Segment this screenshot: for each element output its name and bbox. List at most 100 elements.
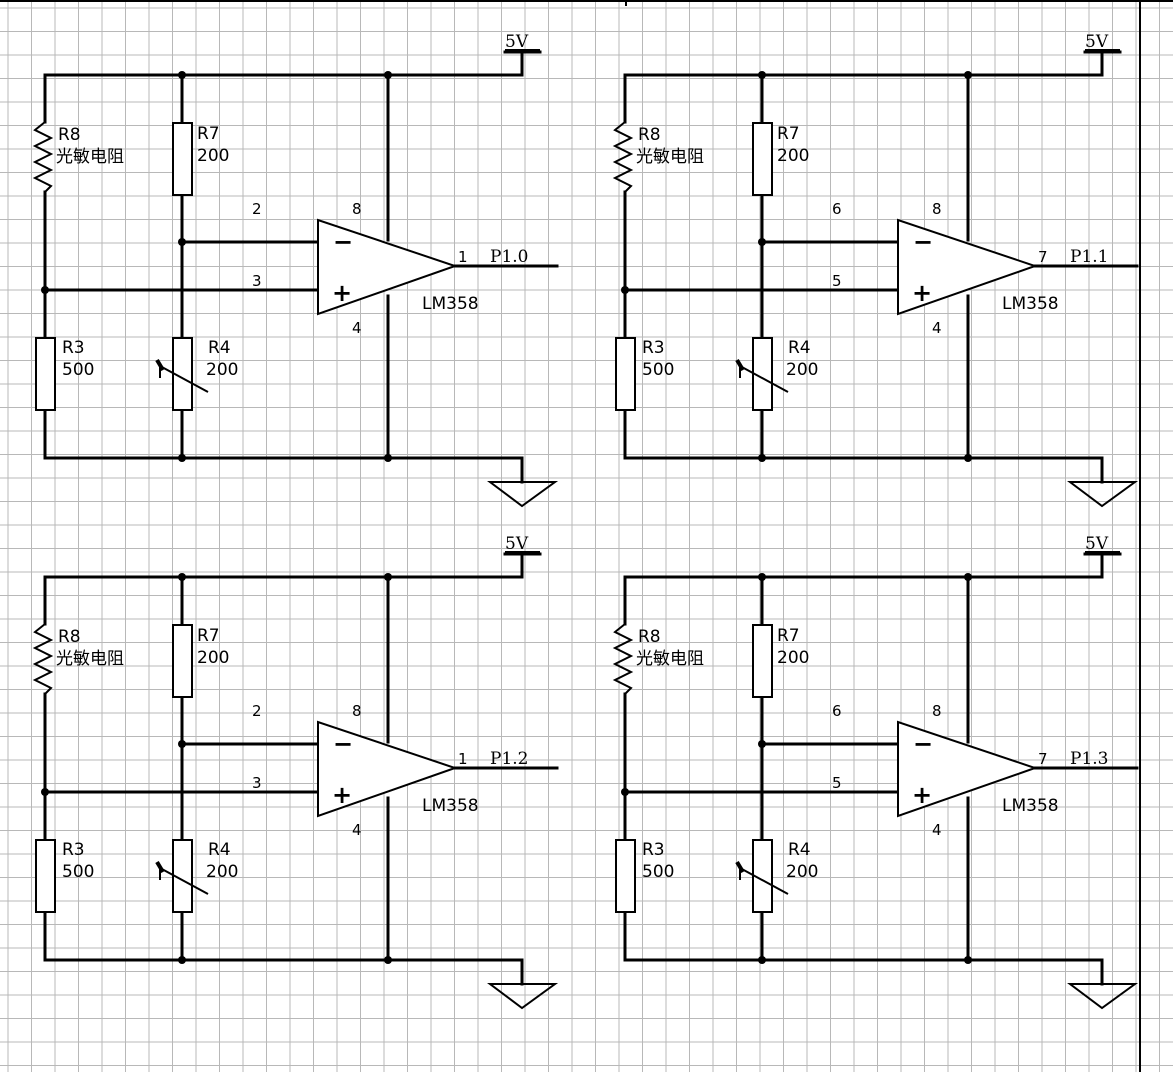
junction-top-mid (758, 573, 766, 581)
pin-output: 1 (458, 248, 468, 266)
r4-ref: R4 (208, 840, 231, 860)
pin-output: 7 (1038, 750, 1048, 768)
junction-inverting (758, 740, 766, 748)
r3-value: 500 (642, 360, 674, 380)
r7-value: 200 (197, 648, 229, 668)
r7-value: 200 (777, 146, 809, 166)
r7-body (172, 122, 193, 196)
r3-value: 500 (62, 862, 94, 882)
r4-adjust-tip (735, 860, 745, 874)
r4-ref: R4 (788, 338, 811, 358)
junction-top-mid (178, 573, 186, 581)
ground-symbol (487, 481, 559, 508)
opamp-minus-sign: − (913, 730, 933, 758)
supply-label: 5V (1085, 534, 1109, 554)
ground-symbol (1067, 481, 1139, 508)
r4-adjust-tip (735, 358, 745, 372)
supply-label: 5V (505, 534, 529, 554)
junction-bottom-mid (758, 454, 766, 462)
junction-top-vcc (384, 573, 392, 581)
r3-body (615, 337, 636, 411)
junction-inverting (758, 238, 766, 246)
pin-output: 7 (1038, 248, 1048, 266)
r4-value: 200 (786, 360, 818, 380)
r4-value: 200 (206, 360, 238, 380)
r4-adjust-arrow (159, 365, 209, 393)
opamp-part-label: LM358 (422, 294, 479, 314)
r4-ref: R4 (788, 840, 811, 860)
r8-ref: R8 (58, 627, 81, 647)
junction-noninverting (621, 286, 629, 294)
circuit-wiring (623, 552, 1139, 986)
opamp-part-label: LM358 (1002, 796, 1059, 816)
comparator-circuit-p1-1: − + 5V R8 光敏电阻 R7 200 R3 500 R4 200 6 5 … (612, 32, 1139, 508)
r4-adjust-tip (155, 860, 165, 874)
pin-vcc: 8 (932, 200, 942, 218)
r7-value: 200 (197, 146, 229, 166)
pin-noninverting: 5 (832, 272, 842, 290)
circuit-wiring (43, 50, 559, 484)
r8-ref: R8 (638, 125, 661, 145)
r4-adjust-arrow (739, 867, 789, 895)
junction-noninverting (41, 286, 49, 294)
opamp-minus-sign: − (333, 730, 353, 758)
r7-ref: R7 (777, 626, 800, 646)
junction-inverting (178, 238, 186, 246)
supply-label: 5V (1085, 32, 1109, 52)
output-net-label: P1.0 (490, 247, 528, 267)
opamp-triangle (897, 720, 1039, 818)
junction-bottom-mid (178, 956, 186, 964)
r3-ref: R3 (642, 840, 665, 860)
photoresistor-symbol (612, 623, 634, 695)
r3-body (615, 839, 636, 913)
pin-inverting: 6 (832, 702, 842, 720)
output-net-label: P1.1 (1070, 247, 1108, 267)
r7-ref: R7 (197, 626, 220, 646)
pin-gnd: 4 (352, 319, 362, 337)
pin-vcc: 8 (932, 702, 942, 720)
opamp-part-label: LM358 (422, 796, 479, 816)
junction-noninverting (621, 788, 629, 796)
output-net-label: P1.2 (490, 749, 528, 769)
r7-body (752, 624, 773, 698)
opamp-triangle (317, 720, 459, 818)
photoresistor-symbol (32, 623, 54, 695)
pin-inverting: 2 (252, 702, 262, 720)
r3-body (35, 337, 56, 411)
junction-bottom-gnd (964, 454, 972, 462)
opamp-minus-sign: − (913, 228, 933, 256)
photoresistor-symbol (32, 121, 54, 193)
r4-adjust-arrow (739, 365, 789, 393)
junction-inverting (178, 740, 186, 748)
r3-ref: R3 (62, 338, 85, 358)
pin-gnd: 4 (932, 821, 942, 839)
r3-ref: R3 (642, 338, 665, 358)
r7-body (172, 624, 193, 698)
r8-name: 光敏电阻 (636, 649, 704, 669)
r4-adjust-tip (155, 358, 165, 372)
junction-bottom-mid (178, 454, 186, 462)
junction-noninverting (41, 788, 49, 796)
comparator-circuit-p1-0: − + 5V R8 光敏电阻 R7 200 R3 500 R4 200 2 3 … (32, 32, 559, 508)
opamp-plus-sign: + (332, 781, 352, 809)
r8-ref: R8 (638, 627, 661, 647)
supply-rail (623, 50, 1104, 77)
junction-top-vcc (384, 71, 392, 79)
junction-bottom-gnd (384, 454, 392, 462)
comparator-circuit-p1-2: − + 5V R8 光敏电阻 R7 200 R3 500 R4 200 2 3 … (32, 534, 559, 1010)
r3-value: 500 (62, 360, 94, 380)
r3-ref: R3 (62, 840, 85, 860)
pin-noninverting: 5 (832, 774, 842, 792)
opamp-plus-sign: + (912, 279, 932, 307)
junction-top-vcc (964, 71, 972, 79)
opamp-plus-sign: + (912, 781, 932, 809)
pin-gnd: 4 (932, 319, 942, 337)
junction-top-mid (178, 71, 186, 79)
ground-symbol (487, 983, 559, 1010)
supply-label: 5V (505, 32, 529, 52)
photoresistor-symbol (612, 121, 634, 193)
r7-ref: R7 (197, 124, 220, 144)
r7-ref: R7 (777, 124, 800, 144)
opamp-plus-sign: + (332, 279, 352, 307)
pin-gnd: 4 (352, 821, 362, 839)
